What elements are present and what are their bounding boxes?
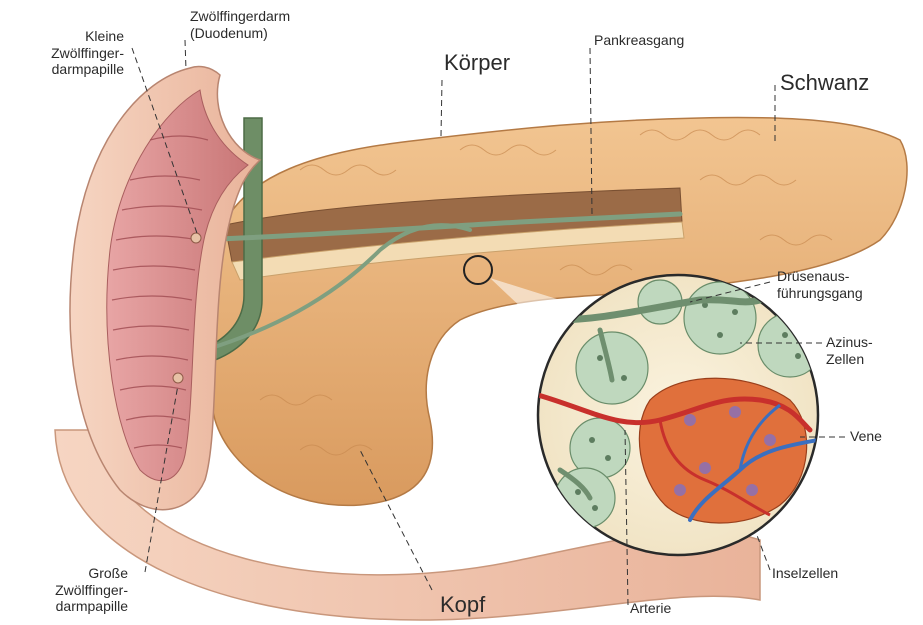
minor-papilla bbox=[191, 233, 201, 243]
major-papilla bbox=[173, 373, 183, 383]
label-schwanz: Schwanz bbox=[780, 70, 869, 96]
label-pankreasgang: Pankreasgang bbox=[594, 32, 684, 49]
label-duodenum: Zwölffingerdarm(Duodenum) bbox=[190, 8, 290, 41]
label-druesenausfuehrungsgang: Drüsenaus-führungsgang bbox=[777, 268, 863, 301]
label-vene: Vene bbox=[850, 428, 882, 445]
label-inselzellen: Inselzellen bbox=[772, 565, 838, 582]
label-kopf: Kopf bbox=[440, 592, 485, 618]
label-koerper: Körper bbox=[444, 50, 510, 76]
label-arterie: Arterie bbox=[630, 600, 671, 617]
label-azinus-zellen: Azinus-Zellen bbox=[826, 334, 873, 367]
